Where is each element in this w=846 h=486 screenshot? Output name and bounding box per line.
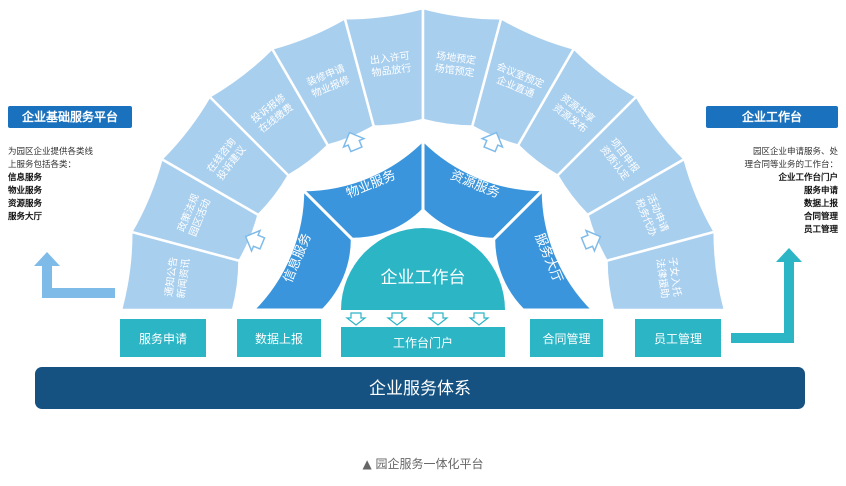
- right-up-arrow-icon: [731, 248, 802, 343]
- up-arrow-icon: [480, 131, 504, 153]
- outer-segment: [605, 230, 727, 312]
- bottom-box: [635, 319, 721, 357]
- bottom-box: [341, 327, 505, 357]
- center-title: 企业工作台: [381, 268, 466, 288]
- base-bar: [35, 367, 805, 409]
- down-arrow-icon: [386, 312, 408, 326]
- center-semicircle: [341, 228, 505, 310]
- bottom-box-label: 服务申请: [139, 331, 187, 346]
- right-panel-desc: 园区企业申请服务、处 理合同等业务的工作台： 企业工作台门户 服务申请 数据上报…: [706, 146, 838, 237]
- left-desc-line: 为园区企业提供各类线: [8, 147, 94, 157]
- down-arrow-icon: [468, 312, 490, 326]
- figure-caption: ▲ 园企服务一体化平台: [362, 457, 484, 471]
- right-item: 服务申请: [803, 186, 838, 196]
- small-down-arrows: [345, 312, 490, 326]
- left-item: 资源服务: [8, 199, 43, 209]
- outer-segment-label: 活动申请税务代办: [633, 192, 672, 239]
- down-arrow-icon: [427, 312, 449, 326]
- right-item: 企业工作台门户: [778, 173, 838, 183]
- right-item: 数据上报: [803, 199, 838, 209]
- left-item: 信息服务: [8, 173, 43, 183]
- left-item: 服务大厅: [8, 212, 43, 222]
- left-panel-desc: 为园区企业提供各类线 上服务包括各类： 信息服务 物业服务 资源服务 服务大厅: [8, 146, 123, 224]
- bottom-boxes: 服务申请 数据上报 工作台门户 合同管理 员工管理: [120, 319, 721, 357]
- bottom-box: [237, 319, 321, 357]
- outer-ring: 通知公告新闻资讯政策法规园区活动在线咨询投诉建议投诉报修在线缴费装修申请物业报修…: [119, 6, 727, 486]
- base-bar-label: 企业服务体系: [369, 379, 471, 399]
- right-panel-title: 企业工作台: [706, 106, 838, 128]
- left-up-arrow-icon: [34, 252, 115, 298]
- up-arrow-icon: [342, 131, 366, 153]
- bottom-box-label: 员工管理: [654, 331, 702, 346]
- right-desc-line: 园区企业申请服务、处: [752, 147, 838, 157]
- up-arrow-icon: [580, 229, 602, 253]
- bottom-box-label: 合同管理: [542, 331, 590, 346]
- bottom-box-label: 工作台门户: [393, 335, 453, 350]
- bottom-box: [120, 319, 206, 357]
- left-desc-line: 上服务包括各类：: [8, 160, 77, 170]
- right-desc-line: 理合同等业务的工作台：: [744, 160, 838, 170]
- left-panel-title: 企业基础服务平台: [8, 106, 132, 128]
- right-item: 员工管理: [803, 225, 838, 235]
- down-arrow-icon: [345, 312, 367, 326]
- left-item: 物业服务: [8, 186, 43, 196]
- right-item: 合同管理: [803, 212, 838, 222]
- bottom-box-label: 数据上报: [255, 331, 303, 346]
- middle-segment: [492, 186, 597, 312]
- bottom-box: [530, 319, 603, 357]
- up-arrow-icon: [244, 229, 266, 253]
